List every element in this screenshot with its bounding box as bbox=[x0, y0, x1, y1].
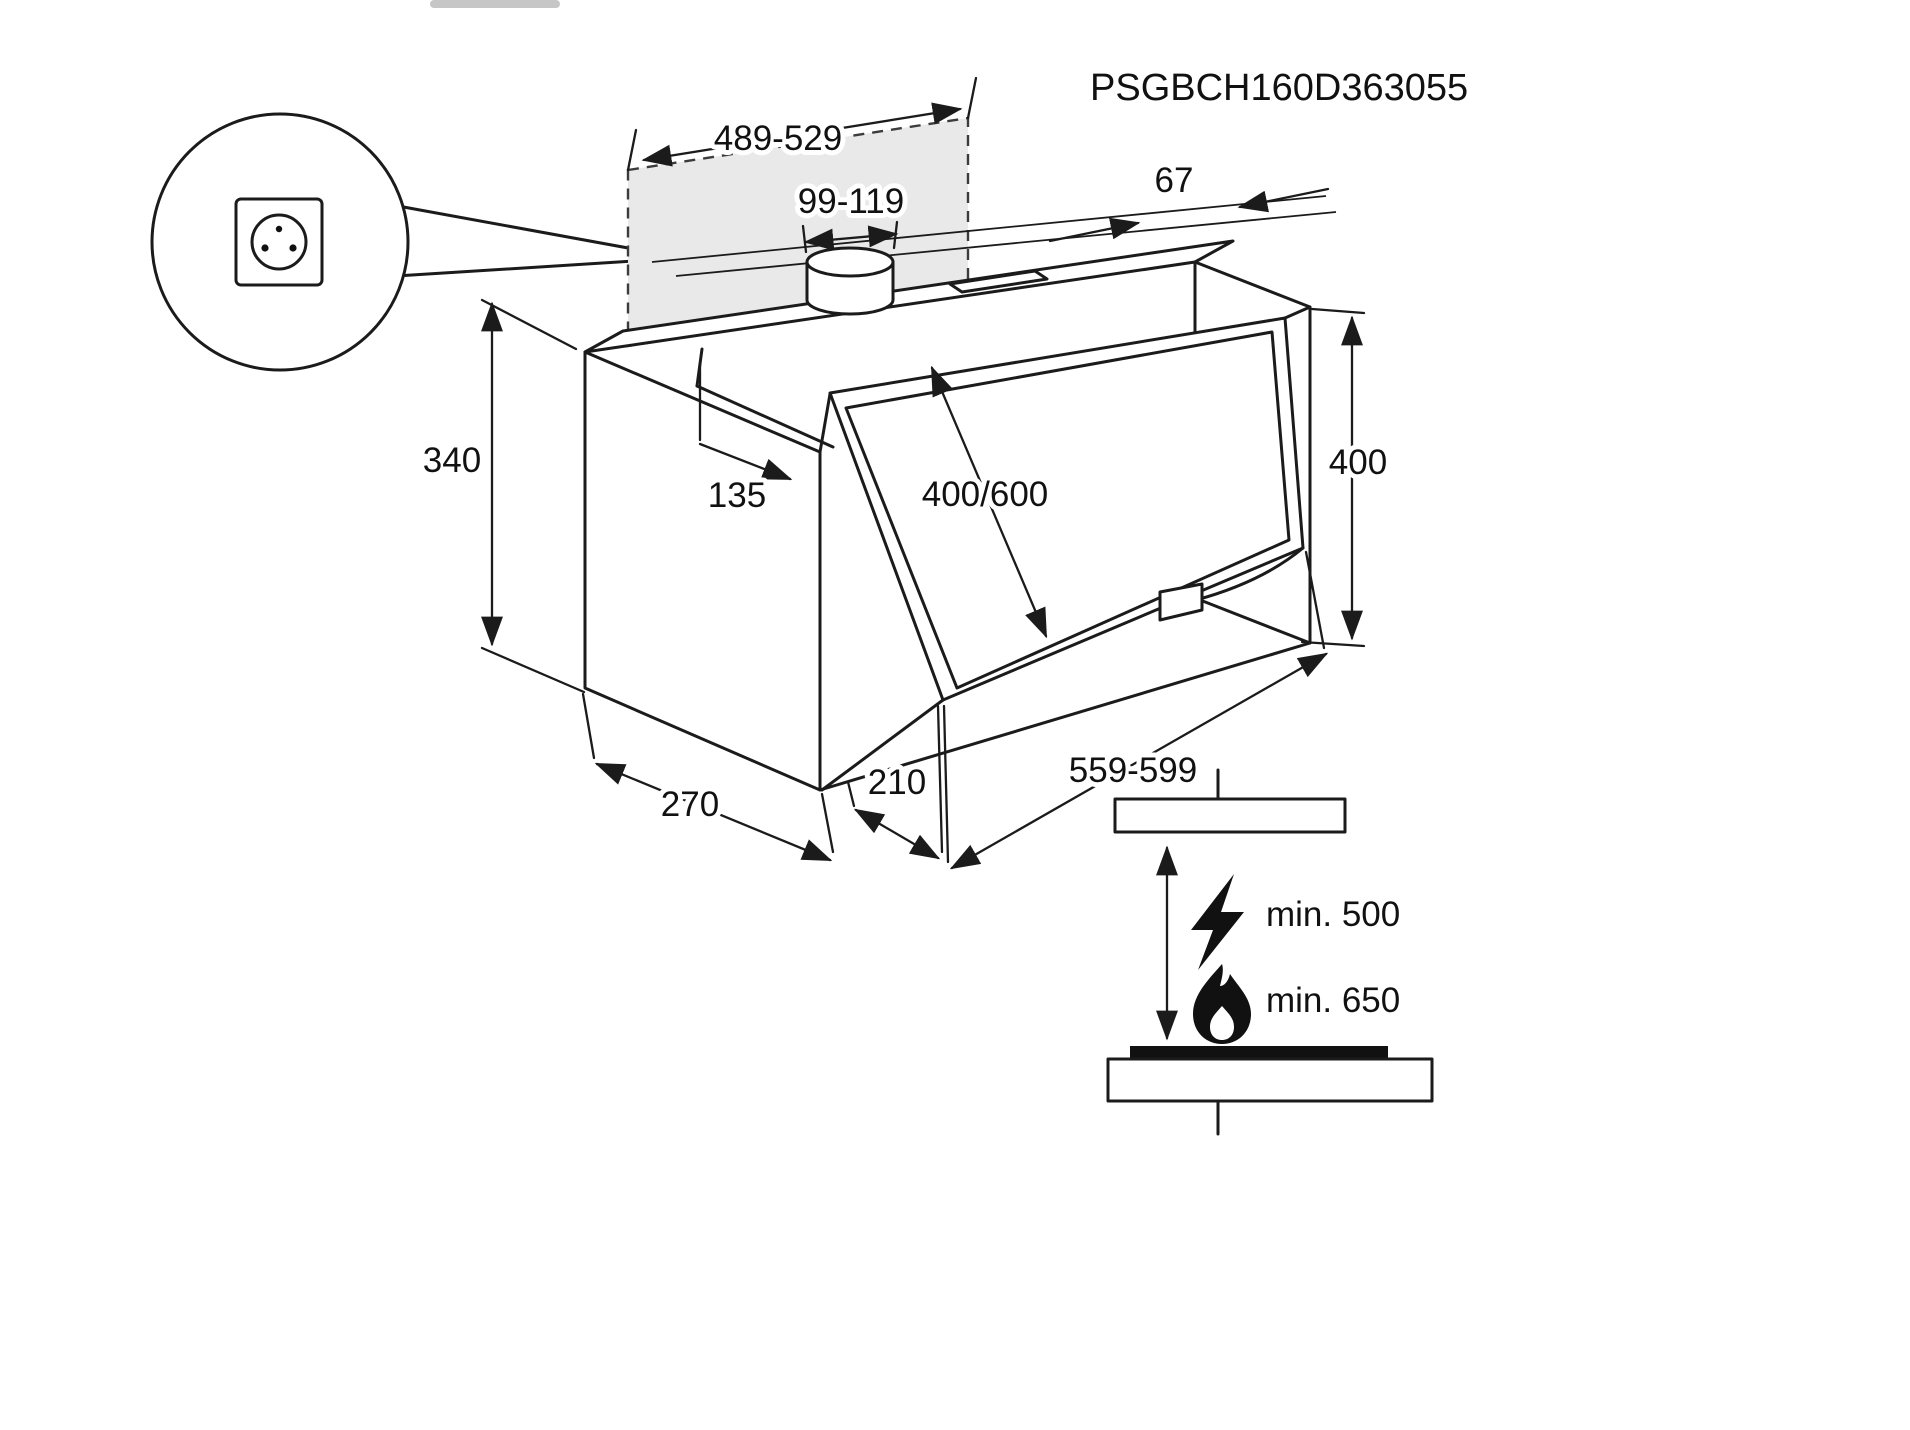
dim-label-body-height-right: 400 bbox=[1329, 443, 1387, 482]
bottom-tray-left-edge bbox=[820, 698, 945, 792]
dim-label-body-height-left: 340 bbox=[423, 441, 481, 480]
clearance-diagram: min. 500 min. 650 bbox=[1106, 768, 1434, 1136]
dim-duct-diameter: 99-119 bbox=[793, 177, 909, 254]
dim-front-depth: 210 bbox=[846, 704, 944, 860]
dim-body-depth: 270 bbox=[581, 692, 835, 862]
cropped-ui-artifact bbox=[430, 0, 560, 8]
hood-door bbox=[828, 316, 1305, 702]
dim-body-height-left: 340 bbox=[418, 298, 586, 694]
dim-label-duct-diameter: 99-119 bbox=[798, 182, 904, 221]
hood-top-face bbox=[583, 239, 1235, 354]
hood-underside bbox=[1113, 797, 1347, 834]
hood-body bbox=[583, 239, 1312, 792]
gas-flame-icon bbox=[1193, 964, 1251, 1044]
dim-label-hood-width: 400/600 bbox=[922, 475, 1049, 514]
power-socket-icon bbox=[234, 197, 324, 287]
door-hinge-left bbox=[818, 392, 832, 454]
mid-shelf-edge bbox=[695, 384, 835, 449]
min-electric-label: min. 500 bbox=[1266, 895, 1400, 934]
hood-door-inner-frame bbox=[844, 330, 1291, 690]
rear-gap-construction-lines bbox=[651, 195, 1337, 277]
min-gas-label: min. 650 bbox=[1266, 981, 1400, 1020]
door-hinge-right bbox=[1283, 305, 1312, 320]
dim-body-height-right: 400 bbox=[1300, 307, 1392, 648]
dim-cutout-width: 489-529 bbox=[626, 76, 978, 172]
top-vent-cutout bbox=[948, 269, 1049, 294]
bottom-tray-right-edge bbox=[1194, 546, 1305, 602]
dim-label-rear-gap: 67 bbox=[1155, 161, 1194, 200]
hood-left-panel bbox=[583, 350, 822, 792]
dim-label-body-depth: 270 bbox=[661, 785, 719, 824]
dim-top-depth: 135 bbox=[698, 362, 793, 520]
socket-callout bbox=[150, 112, 652, 372]
hood-foot bbox=[1158, 582, 1204, 622]
dim-label-top-depth: 135 bbox=[708, 476, 766, 515]
dim-overall-width: 559-599 bbox=[942, 550, 1329, 870]
product-code-label: PSGBCH160D363055 bbox=[1090, 67, 1468, 109]
dim-rear-gap: 67 bbox=[1048, 156, 1330, 243]
dim-hood-width: 400/600 bbox=[917, 365, 1053, 639]
hob-surface bbox=[1130, 1046, 1388, 1059]
lightning-bolt-icon bbox=[1191, 874, 1244, 970]
cooktop-counter bbox=[1106, 1057, 1434, 1103]
dim-label-overall-width: 559-599 bbox=[1069, 751, 1197, 790]
dim-label-cutout-width: 489-529 bbox=[714, 119, 842, 158]
dim-label-front-depth: 210 bbox=[868, 763, 926, 802]
duct-collar bbox=[805, 246, 895, 316]
